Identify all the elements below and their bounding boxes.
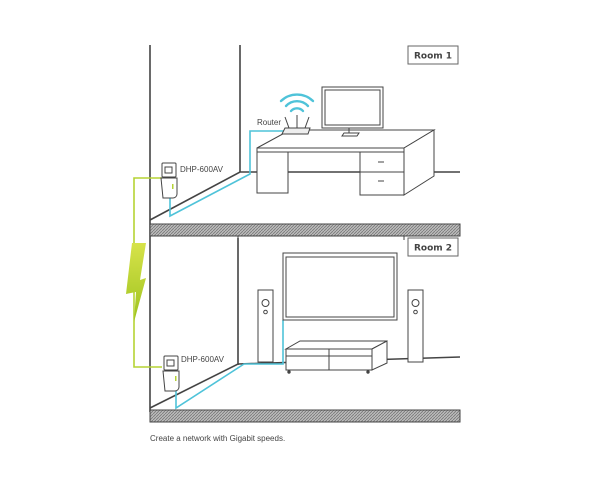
adapter-bottom-label: DHP-600AV	[181, 355, 225, 364]
router-label: Router	[257, 118, 281, 127]
desk	[256, 129, 436, 196]
powerline-adapter-bottom	[162, 355, 180, 392]
wifi-icon	[279, 93, 315, 113]
tv-stand	[284, 340, 388, 374]
powerline-adapter-top	[160, 162, 178, 199]
computer-monitor	[321, 86, 384, 137]
ethernet-cable-room2	[175, 320, 284, 410]
router-icon	[281, 115, 311, 135]
room-2-label: Room 2	[407, 237, 459, 257]
ethernet-cable-room1	[169, 130, 284, 218]
speaker-right	[407, 289, 424, 363]
floor-slab-1	[149, 223, 461, 237]
wall-tv	[282, 252, 398, 321]
room-2-text: Room 2	[414, 244, 452, 254]
lightning-bolt-icon	[126, 243, 146, 322]
floor-slab-2	[149, 409, 461, 423]
speaker-left	[257, 289, 274, 363]
adapter-top-label: DHP-600AV	[180, 165, 224, 174]
caption: Create a network with Gigabit speeds.	[150, 434, 286, 443]
room-1-label: Room 1	[407, 45, 459, 65]
room-1-text: Room 1	[414, 52, 452, 62]
